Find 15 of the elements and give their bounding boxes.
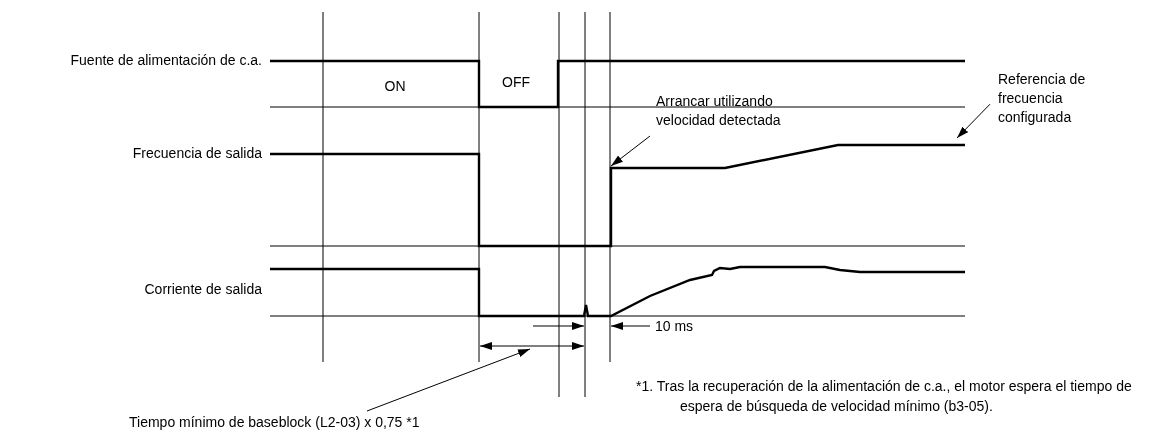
annotation-text: Tiempo mínimo de baseblock (L2-03) x 0,75 *1 xyxy=(129,413,469,432)
leader-line xyxy=(610,135,651,167)
row-label: Corriente de salida xyxy=(143,281,262,298)
leader-line xyxy=(366,348,531,412)
row-label: Fuente de alimentación de c.a. xyxy=(69,52,262,69)
state-label: OFF xyxy=(501,74,531,91)
annotation-text: Arrancar utilizando velocidad detectada xyxy=(656,92,831,130)
dimension-line xyxy=(479,342,585,350)
duration-label: 10 ms xyxy=(655,318,695,335)
footnote: *1. Tras la recuperación de la alimentación de c.a., el motor espera el tiempo de espera de búsqueda de velocidad mínimo (b3-05). xyxy=(636,377,1133,416)
leader-line xyxy=(956,103,991,139)
row-label: Frecuencia de salida xyxy=(131,145,262,162)
annotation-text: Referencia de frecuencia configurada xyxy=(998,70,1138,127)
output-frequency-waveform xyxy=(270,143,965,248)
state-label: ON xyxy=(383,78,407,95)
